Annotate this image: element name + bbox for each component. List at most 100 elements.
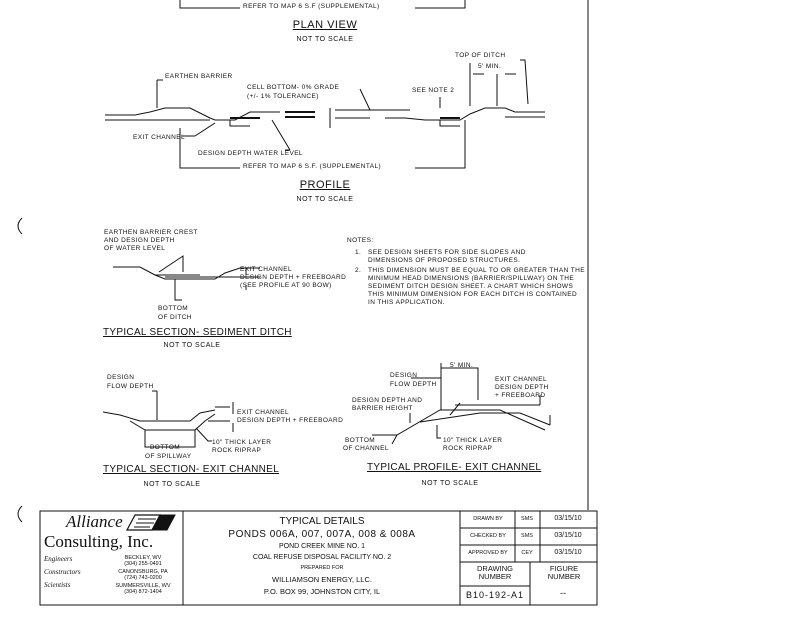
ponds-list: PONDS 006A, 007, 007A, 008 & 008A bbox=[228, 529, 416, 540]
drawn-by-initials: SMS bbox=[521, 516, 533, 522]
flow-depth-label: FLOW DEPTH bbox=[390, 381, 437, 388]
plan-refer-bracket bbox=[179, 0, 466, 9]
earthen-barrier-label: EARTHEN BARRIER bbox=[165, 73, 233, 80]
checked-by-date: 03/15/10 bbox=[554, 532, 582, 539]
note-number: 1. bbox=[355, 249, 362, 256]
office-phone: (304) 872-1404 bbox=[124, 589, 162, 595]
sediment-ditch-scale: NOT TO SCALE bbox=[163, 342, 221, 349]
client-name: WILLIAMSON ENERGY, LLC. bbox=[272, 575, 372, 584]
barrier-label: DESIGN DEPTH AND bbox=[352, 397, 423, 404]
approved-by-date: 03/15/10 bbox=[554, 549, 582, 556]
sediment-ditch-linework bbox=[113, 255, 260, 301]
exit-section-title: TYPICAL SECTION- EXIT CHANNEL bbox=[103, 464, 279, 475]
riprap-label: 10" THICK LAYER bbox=[443, 437, 503, 444]
prepared-for-label: PREPARED FOR bbox=[300, 565, 344, 571]
figure-number-label: FIGURE NUMBER bbox=[547, 564, 581, 581]
exit-section-linework bbox=[102, 390, 234, 448]
exit-channel-label: EXIT CHANNEL bbox=[240, 266, 292, 273]
drawing-title: TYPICAL DETAILS bbox=[279, 516, 365, 527]
min-width-label: 5' MIN. bbox=[478, 63, 502, 70]
figure-number: -- bbox=[560, 588, 566, 598]
exit-channel-label: DESIGN DEPTH + FREEBOARD bbox=[237, 417, 344, 424]
profile-linework bbox=[105, 59, 545, 169]
exit-section-scale: NOT TO SCALE bbox=[143, 481, 201, 488]
note-text: IN THIS APPLICATION. bbox=[368, 299, 445, 306]
bottom-label: OF CHANNEL bbox=[343, 445, 389, 452]
exit-channel-label: EXIT CHANNEL bbox=[237, 409, 289, 416]
mine-name: POND CREEK MINE NO. 1 bbox=[279, 543, 365, 550]
note-text: DIMENSIONS OF PROPOSED STRUCTURES. bbox=[368, 257, 521, 264]
riprap-label: ROCK RIPRAP bbox=[443, 445, 493, 452]
exit-channel-label: (SEE PROFILE AT 90 BOW) bbox=[240, 282, 332, 289]
note-text: MINIMUM HEAD DIMENSIONS (BARRIER/SPILLWA… bbox=[368, 275, 575, 282]
checked-by-label: CHECKED BY bbox=[470, 533, 506, 539]
exit-channel-label: EXIT CHANNEL bbox=[133, 134, 185, 141]
cell-bottom-label: CELL BOTTOM- 0% GRADE bbox=[247, 84, 340, 91]
riprap-label: 10" THICK LAYER bbox=[212, 439, 272, 446]
office-phone: (724) 743-0200 bbox=[124, 575, 162, 581]
discipline: Constructors bbox=[44, 568, 81, 576]
binder-hole-mark bbox=[17, 505, 23, 523]
barrier-label: BARRIER HEIGHT bbox=[352, 405, 413, 412]
riprap-label: ROCK RIPRAP bbox=[212, 447, 262, 454]
flow-depth-label: FLOW DEPTH bbox=[107, 383, 154, 390]
crest-label: OF WATER LEVEL bbox=[104, 245, 166, 252]
approved-by-label: APPROVED BY bbox=[468, 550, 508, 556]
profile-title: PROFILE bbox=[299, 179, 351, 191]
bottom-label: BOTTOM bbox=[150, 444, 181, 451]
office-city: SUMMERSVILLE, WV bbox=[115, 583, 171, 589]
note-text: SEDIMENT DITCH DESIGN SHEET. A CHART WHI… bbox=[368, 283, 574, 290]
tolerance-label: (+/- 1% TOLERANCE) bbox=[247, 93, 319, 100]
note-number: 2. bbox=[355, 267, 362, 274]
flow-depth-label: DESIGN bbox=[107, 374, 135, 381]
note-text: THIS MINIMUM DIMENSION FOR EACH DITCH IS… bbox=[368, 291, 578, 298]
office-phone: (304) 255-0491 bbox=[124, 561, 162, 567]
profile-scale: NOT TO SCALE bbox=[296, 196, 354, 203]
bottom-label: BOTTOM bbox=[345, 437, 376, 444]
drawing-number-label: DRAWING NUMBER bbox=[477, 564, 513, 581]
exit-profile-scale: NOT TO SCALE bbox=[421, 480, 479, 487]
company-name-line2: Consulting, Inc. bbox=[44, 532, 154, 551]
office-beckley: BECKLEY, WV(304) 255-0491 bbox=[108, 555, 178, 567]
bottom-label: OF SPILLWAY bbox=[145, 453, 192, 460]
facility-name: COAL REFUSE DISPOSAL FACILITY NO. 2 bbox=[252, 554, 392, 561]
notes-heading: NOTES: bbox=[347, 237, 374, 244]
exit-profile-linework bbox=[372, 363, 551, 445]
exit-channel-label: DESIGN DEPTH + FREEBOARD bbox=[240, 274, 347, 281]
design-depth-label: DESIGN DEPTH WATER LEVEL bbox=[198, 150, 303, 157]
drawn-by-date: 03/15/10 bbox=[554, 515, 582, 522]
drawing-number: B10-192-A1 bbox=[465, 590, 525, 600]
plan-view-scale: NOT TO SCALE bbox=[296, 36, 354, 43]
plan-view-title: PLAN VIEW bbox=[292, 19, 358, 31]
sediment-ditch-title: TYPICAL SECTION- SEDIMENT DITCH bbox=[103, 327, 292, 338]
drawn-by-label: DRAWN BY bbox=[473, 516, 503, 522]
note-text: SEE DESIGN SHEETS FOR SIDE SLOPES AND bbox=[368, 249, 526, 256]
office-city: CANONSBURG, PA bbox=[118, 569, 168, 575]
discipline: Engineers bbox=[44, 555, 73, 563]
flow-depth-label: DESIGN bbox=[390, 372, 418, 379]
client-address: P.O. BOX 99, JOHNSTON CITY, IL bbox=[263, 587, 381, 596]
discipline: Scientists bbox=[44, 581, 71, 589]
checked-by-initials: SMS bbox=[521, 533, 533, 539]
exit-channel-label: DESIGN DEPTH bbox=[495, 384, 549, 391]
exit-profile-title: TYPICAL PROFILE- EXIT CHANNEL bbox=[367, 462, 542, 473]
company-name-line1: Alliance bbox=[66, 512, 123, 531]
exit-channel-label: EXIT CHANNEL bbox=[495, 376, 547, 383]
plan-refer-label: REFER TO MAP 6 S.F (SUPPLEMENTAL) bbox=[243, 3, 380, 10]
title-block-frame bbox=[39, 510, 598, 606]
office-summersville: SUMMERSVILLE, WV(304) 872-1404 bbox=[108, 583, 178, 595]
office-city: BECKLEY, WV bbox=[124, 555, 162, 561]
crest-label: AND DESIGN DEPTH bbox=[104, 237, 175, 244]
profile-refer-label: REFER TO MAP 6 S.F. (SUPPLEMENTAL) bbox=[243, 163, 382, 170]
crest-label: EARTHEN BARRIER CREST bbox=[104, 229, 198, 236]
see-note-label: SEE NOTE 2 bbox=[412, 87, 455, 94]
binder-hole-mark bbox=[17, 217, 23, 235]
top-of-ditch-label: TOP OF DITCH bbox=[455, 52, 506, 59]
office-canonsburg: CANONSBURG, PA(724) 743-0200 bbox=[108, 569, 178, 581]
bottom-label: OF DITCH bbox=[158, 314, 192, 321]
approved-by-initials: CEY bbox=[521, 550, 533, 556]
exit-channel-label: + FREEBOARD bbox=[495, 392, 546, 399]
min-width-label: 5' MIN. bbox=[450, 362, 474, 369]
logo-mark bbox=[126, 514, 176, 531]
